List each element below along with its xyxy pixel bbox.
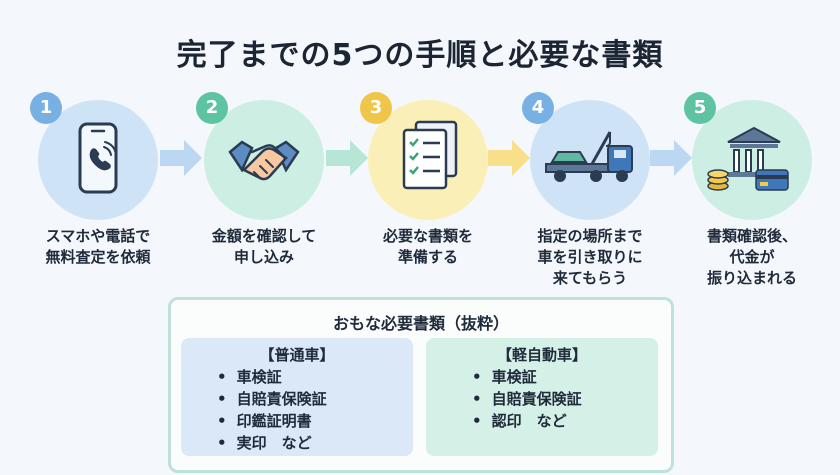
step-4-label-line3: 来てもらう [552,269,628,287]
tow-truck-icon [545,131,633,182]
step-3-circle [368,100,488,220]
step-5-label: 書類確認後、 代金が 振り込まれる [677,226,827,289]
required-documents-title: おもな必要書類（抜粋） [332,314,509,333]
step-2-circle [204,100,324,220]
step-4-label: 指定の場所まで 車を引き取りに 来てもらう [515,226,665,289]
step-2-label: 金額を確認して 申し込み [189,226,339,268]
list-item: 実印 など [217,432,327,454]
list-item: 車検証 [472,366,582,388]
page-title: 完了までの5つの手順と必要な書類 [176,38,664,73]
bank-coins-card-icon [707,126,789,191]
arrow-right-icon [488,140,530,176]
required-documents-panel: おもな必要書類（抜粋） 【普通車】 車検証 自賠責保険証 印鑑証明書 実印 など… [168,297,674,473]
step-4-label-line1: 指定の場所まで [537,227,643,245]
step-5-circle [692,100,812,220]
kei-car-box: 【軽自動車】 車検証 自賠責保険証 認印 など [426,338,658,456]
arrow-right-icon [160,140,202,176]
step-3-label-line2: 準備する [397,248,458,266]
arrow-right-icon [326,140,368,176]
step-3-number-badge: 3 [360,92,392,124]
step-1-label: スマホや電話で 無料査定を依頼 [23,226,173,268]
step-1-number-badge: 1 [30,92,62,124]
regular-car-box: 【普通車】 車検証 自賠責保険証 印鑑証明書 実印 など [181,338,413,456]
step-1-circle [38,100,158,220]
list-item: 自賠責保険証 [217,388,327,410]
kei-car-title: 【軽自動車】 [496,346,587,364]
list-item: 認印 など [472,410,582,432]
step-5-number-badge: 5 [684,92,716,124]
arrow-right-icon [650,140,692,176]
step-4-number-badge: 4 [522,92,554,124]
step-3-label-line1: 必要な書類を [382,227,473,245]
step-5-label-line1: 書類確認後、 [706,227,797,245]
step-1-label-line1: スマホや電話で [45,227,151,245]
step-4-label-line2: 車を引き取りに [537,248,643,266]
kei-car-list: 車検証 自賠責保険証 認印 など [472,366,582,432]
regular-car-title: 【普通車】 [259,346,335,364]
step-3-label: 必要な書類を 準備する [353,226,503,268]
regular-car-list: 車検証 自賠責保険証 印鑑証明書 実印 など [217,366,327,454]
step-1-label-line2: 無料査定を依頼 [45,248,151,266]
smartphone-phone-icon [78,122,118,194]
checklist-documents-icon [402,120,458,190]
step-2-label-line2: 申し込み [233,248,294,266]
step-4-circle [530,100,650,220]
step-5-label-line3: 振り込まれる [706,269,797,287]
list-item: 自賠責保険証 [472,388,582,410]
list-item: 印鑑証明書 [217,410,327,432]
step-5-label-line2: 代金が [729,248,775,266]
handshake-icon [228,140,300,181]
list-item: 車検証 [217,366,327,388]
step-2-number-badge: 2 [196,92,228,124]
step-2-label-line1: 金額を確認して [211,227,317,245]
